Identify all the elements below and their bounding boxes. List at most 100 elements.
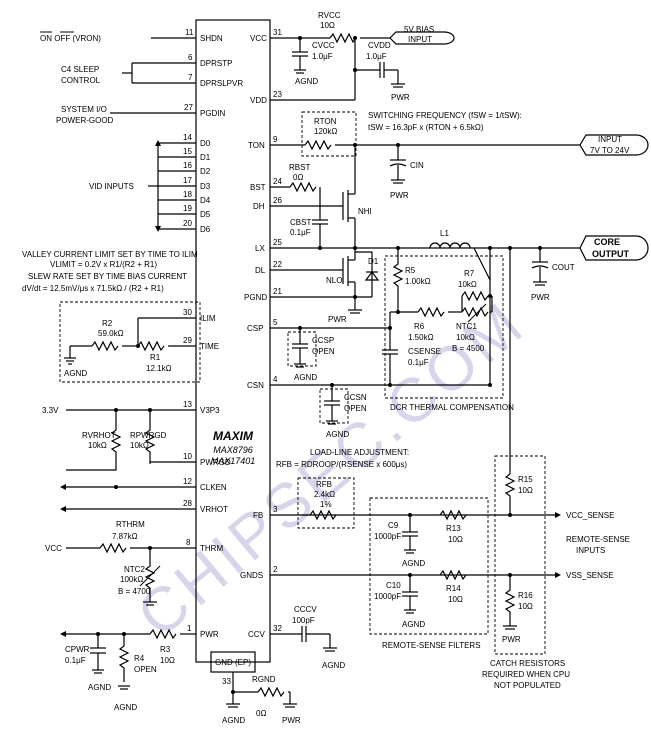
c9-label: C9 [388,521,399,530]
pin-d6: D6 [200,225,211,234]
pin-d1: D1 [200,153,211,162]
pin-number: 24 [273,177,282,186]
rgnd-value: 0Ω [256,709,266,718]
gnd-ep-label: GND (EP) [215,658,251,667]
rgnd-label: RGND [252,675,276,684]
rvrhot-value: 10kΩ [88,441,107,450]
valley-text-1: VALLEY CURRENT LIMIT SET BY TIME TO ILIM [22,250,198,259]
rfb-value: 2.4kΩ [314,490,335,499]
r16-value: 10Ω [518,602,533,611]
pin-d0: D0 [200,139,211,148]
remote-sense-inputs-2: INPUTS [576,546,605,555]
r13-label: R13 [446,524,461,533]
ntc1-value: 10kΩ [456,333,475,342]
valley-text-4: dV/dt = 12.5mV/μs x 71.5kΩ / (R2 + R1) [22,284,164,293]
pin-clken: CLKEN [200,483,227,492]
loadline-title: LOAD-LINE ADJUSTMENT: [310,448,409,457]
r2-value: 59.0kΩ [98,329,124,338]
rpwrgd-value: 10kΩ [130,441,149,450]
rvrhot-label: RVRHOT [82,431,116,440]
pin-shdn: SHDN [200,34,223,43]
pin-number: 15 [183,147,192,156]
pin-pwrgd: PWRGD [200,458,231,467]
cpwr-value: 0.1μF [65,656,86,665]
pin-number: 9 [273,135,278,144]
pin-number: 19 [183,204,192,213]
cvcc-value: 1.0μF [312,52,333,61]
rpwrgd-label: RPWRGD [130,431,167,440]
catch-label-2: REQUIRED WHEN CPU [482,670,570,679]
vcc-sense-label: VCC_SENSE [566,511,614,520]
cvdd-value: 1.0μF [366,52,387,61]
pin-fb: FB [253,511,263,520]
pin-pgnd: PGND [244,293,267,302]
power-stage: RBST 0Ω CBST 0.1μF NHI NLO PWR D1 [289,145,380,324]
pin-v3p3: V3P3 [200,406,220,415]
cbst-label: CBST [290,218,311,227]
r1-value: 12.1kΩ [146,364,172,373]
pin-ton: TON [248,141,265,150]
rton-value: 120kΩ [314,127,337,136]
pin-number: 31 [273,28,282,37]
r5-label: R5 [405,266,416,275]
r7-value: 10kΩ [458,280,477,289]
pin-dprslpvr: DPRSLPVR [200,79,243,88]
rfb-label: RFB [316,480,332,489]
pin-number: 8 [186,538,191,547]
rton-label: RTON [314,117,337,126]
agnd-label: AGND [402,620,425,629]
cin-label: CIN [410,161,424,170]
l1-label: L1 [440,229,449,238]
pin-csp: CSP [247,324,263,333]
feedback-circuit: LOAD-LINE ADJUSTMENT: RFB = RDROOP/(RSEN… [276,248,630,690]
cvcc-label: CVCC [312,41,335,50]
rthrm-value: 7.87kΩ [112,532,138,541]
input-range: 7V TO 24V [590,146,630,155]
cs-caps: CCSP OPEN AGND CCSN OPEN AGND [287,326,367,439]
vss-sense-label: VSS_SENSE [566,571,614,580]
pin-ccv: CCV [248,630,266,639]
ccsn-label: CCSN [344,393,367,402]
right-pins: 31 VCC 23 VDD 9 TON 24 BST 26 DH 25 LX 2… [240,28,580,639]
pin-number: 14 [183,133,192,142]
control-label: CONTROL [61,76,101,85]
catch-label-3: NOT POPULATED [494,681,561,690]
cccv-label: CCCV [294,605,317,614]
r5-value: 1.00kΩ [405,277,431,286]
pin-number: 28 [183,499,192,508]
cbst-value: 0.1μF [290,228,311,237]
ntc2-label: NTC2 [124,565,145,574]
pin-number: 33 [222,677,231,686]
agnd-label: AGND [295,77,318,86]
output-stage: L1 COUT PWR CORE OUTPUT [396,229,649,302]
pin-vcc: VCC [250,34,267,43]
r15-value: 10Ω [518,486,533,495]
on-off-label: ON OFF (VRON) [40,34,101,43]
ton-input-circuit: RTON 120kΩ SWITCHING FREQUENCY (fSW = 1/… [301,111,649,200]
agnd-label: AGND [294,373,317,382]
pin-csn: CSN [247,381,264,390]
r14-label: R14 [446,584,461,593]
pin-d2: D2 [200,167,211,176]
pwr-ground-label: PWR [328,315,347,324]
ntc2-value: 100kΩ [120,575,143,584]
pin-number: 22 [273,260,282,269]
rvcc-label: RVCC [318,11,341,20]
pin-number: 11 [185,28,194,37]
left-pins: 11 SHDN 6 DPRSTP 7 DPRSLPVR 27 PGDIN 14 … [66,28,243,639]
pwr-ground-label: PWR [282,716,301,725]
vcc-input-label: VCC [45,544,62,553]
core-output-label: CORE [594,237,620,247]
pin-thrm: THRM [200,544,223,553]
pin-d3: D3 [200,182,211,191]
pin-number: 16 [183,161,192,170]
power-good-label: POWER-GOOD [56,116,114,125]
pin-number: 4 [273,375,278,384]
valley-text-3: SLEW RATE SET BY TIME BIAS CURRENT [28,272,187,281]
rvcc-value: 10Ω [320,21,335,30]
remote-filters-label: REMOTE-SENSE FILTERS [382,641,481,650]
ccsp-value: OPEN [312,347,335,356]
bias-input-label: 5V BIAS [404,25,434,34]
nhi-label: NHI [358,207,372,216]
ntc1-b: B = 4500 [452,344,485,353]
